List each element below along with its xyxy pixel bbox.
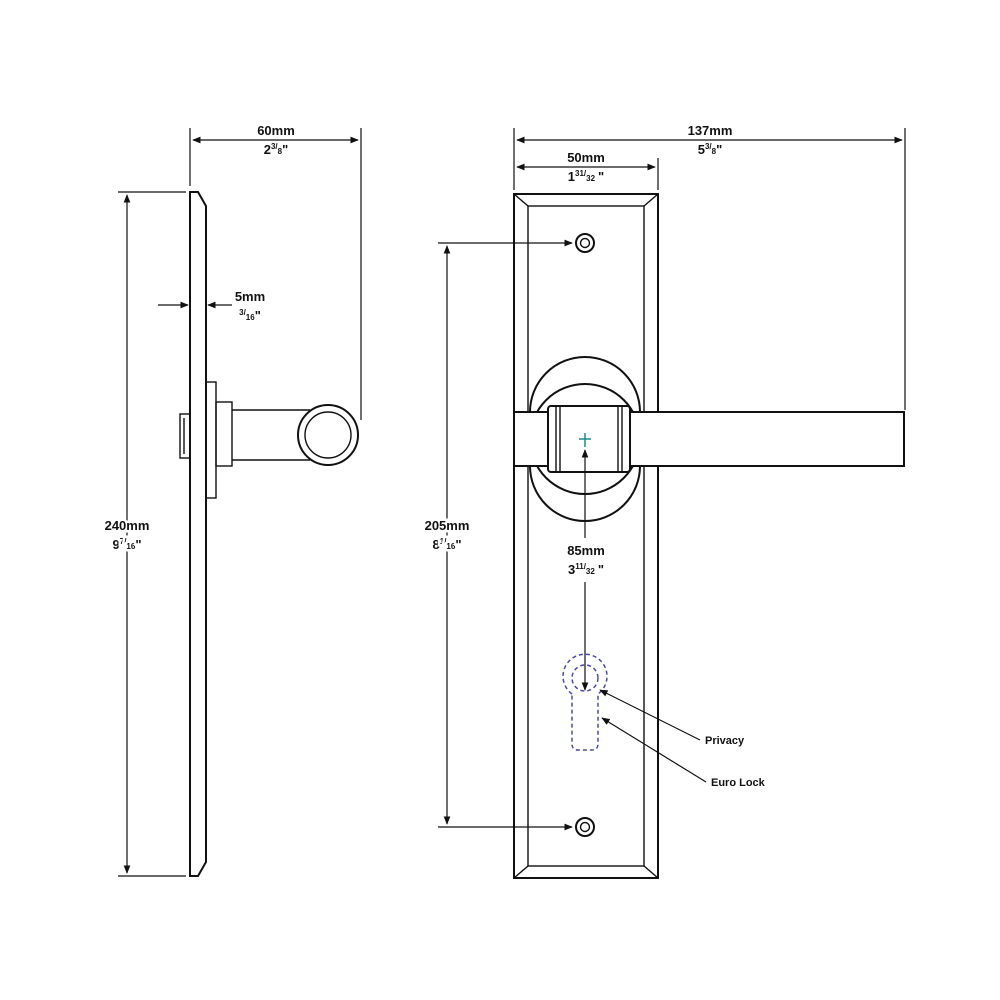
dim-205-mm: 205mm (425, 518, 470, 533)
side-lever-end-outer (297, 404, 359, 466)
front-plate-inner (527, 205, 645, 867)
front-plate-outer (513, 193, 659, 879)
dim-60-mm: 60mm (257, 123, 295, 138)
privacy-leader (599, 689, 701, 741)
plate-bevel-bl (513, 865, 529, 879)
euro-lock-callout: Euro Lock (711, 777, 766, 789)
front-view (513, 193, 905, 879)
bottom-screw-hole-inner (579, 821, 591, 833)
dim-5-mm: 5mm (235, 289, 265, 304)
top-screw-hole-inner (579, 237, 591, 249)
dim-85-mm: 85mm (567, 543, 605, 558)
privacy-callout: Privacy (705, 735, 745, 747)
plate-bevel-tl (513, 193, 529, 207)
euro-lock-keyhole (562, 653, 608, 751)
spindle-center-mark (579, 433, 591, 447)
side-rose-step (215, 401, 233, 467)
dim-137-mm: 137mm (688, 123, 733, 138)
dim-137-inch: 53/8" (698, 142, 723, 157)
dim-50-inch: 131/32" (568, 169, 604, 184)
side-privacy-turn (179, 413, 191, 459)
side-lever-neck (232, 409, 310, 461)
dim-50-mm: 50mm (567, 150, 605, 165)
side-lever-end-inner (304, 411, 352, 459)
plate-bevel-br (643, 865, 659, 879)
plate-bevel-tr (643, 193, 659, 207)
bottom-screw-hole-outer (575, 817, 595, 837)
top-screw-hole-outer (575, 233, 595, 253)
dim-205-inch: 81/16" (433, 537, 462, 552)
dimension-lines (118, 128, 906, 877)
dim-85-inch: 311/32" (568, 562, 604, 577)
privacy-keyhole (571, 664, 599, 692)
dim-60-inch: 23/8" (264, 142, 289, 157)
dim-240-mm: 240mm (105, 518, 150, 533)
side-rose (205, 381, 217, 499)
side-view (179, 191, 359, 877)
dim-5-inch: 3/16" (239, 308, 261, 323)
dim-240-inch: 97/16" (113, 537, 142, 552)
rose-arc-top (529, 356, 641, 413)
euro-lock-leader (601, 717, 707, 783)
side-plate-profile (189, 191, 207, 877)
dimension-labels: 60mm 23/8" 5mm 3/16" 240mm 97/16" 137mm … (102, 123, 766, 789)
